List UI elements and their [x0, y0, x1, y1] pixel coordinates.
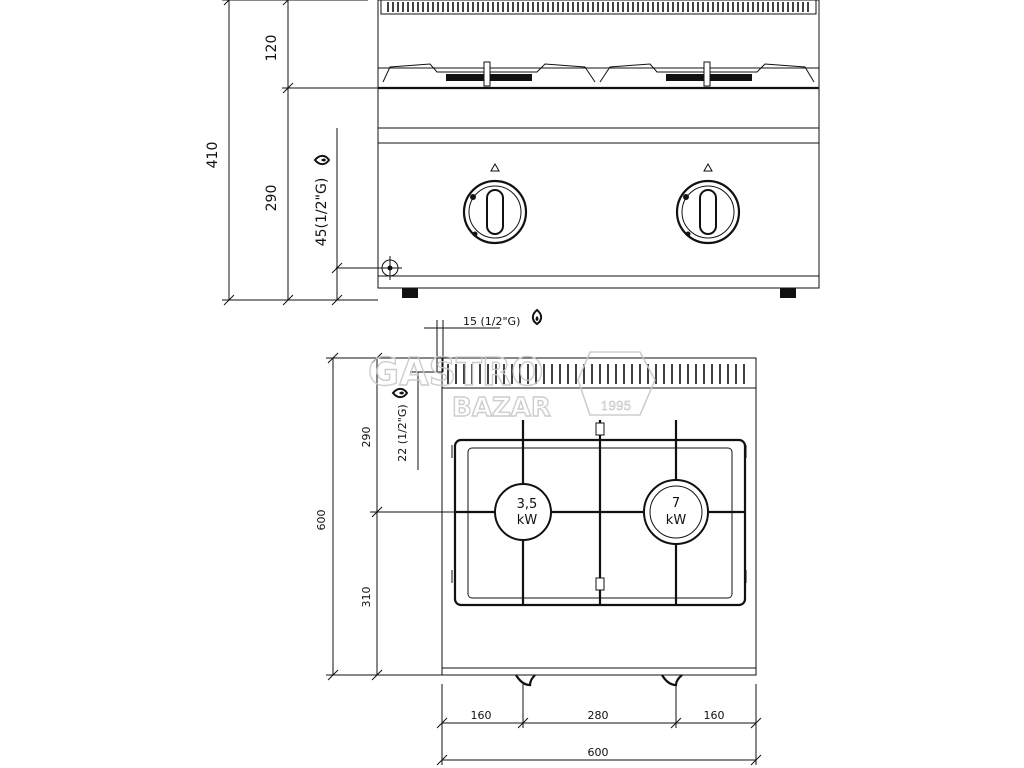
dim-height-body: 290	[264, 185, 280, 212]
rear-vent-top	[442, 364, 756, 389]
burner-right: 7 kW	[643, 479, 709, 545]
watermark-line1: GASTRO	[368, 350, 543, 394]
watermark-line2: BAZAR	[452, 393, 551, 423]
dim-depth-front: 310	[360, 587, 373, 608]
burner-left: 3,5 kW	[494, 483, 552, 541]
top-view: 15 (1/2"G) 600 290 310 22 (1/2"G)	[315, 308, 762, 766]
knob-icon[interactable]	[675, 162, 741, 245]
burner-right-unit: kW	[666, 513, 687, 528]
gas-flame-icon	[313, 154, 331, 166]
dim-width-left: 160	[471, 709, 492, 722]
knob-stubs	[515, 674, 683, 687]
pan-support-left	[382, 61, 596, 87]
dim-gas-inlet-side: 22 (1/2"G)	[396, 404, 409, 461]
burner-left-unit: kW	[517, 513, 538, 528]
feet	[402, 288, 796, 298]
dim-height-total: 410	[205, 142, 221, 169]
rear-vent	[380, 0, 817, 15]
dim-gas-inlet-offset: 15 (1/2"G)	[463, 315, 520, 328]
knob-icon[interactable]	[462, 162, 528, 245]
dim-width-mid: 280	[588, 709, 609, 722]
front-view: 410 120 290 45(1/2"G)	[205, 0, 820, 306]
burner-left-value: 3,5	[517, 497, 538, 512]
watermark-logo: GASTRO BAZAR 1995	[367, 349, 656, 424]
dim-height-top: 120	[264, 35, 280, 62]
dim-width-total: 600	[588, 746, 609, 759]
dim-depth-total: 600	[315, 510, 328, 531]
watermark-year: 1995	[601, 399, 632, 413]
drain-connection-icon	[378, 256, 402, 280]
gas-flame-icon	[391, 387, 409, 399]
dim-width-right: 160	[704, 709, 725, 722]
gas-flame-icon	[531, 308, 543, 326]
dim-gas-inlet-height: 45(1/2"G)	[314, 178, 330, 247]
dim-depth-rear: 290	[360, 427, 373, 448]
pan-support-right	[599, 61, 815, 87]
burner-right-value: 7	[672, 496, 680, 511]
